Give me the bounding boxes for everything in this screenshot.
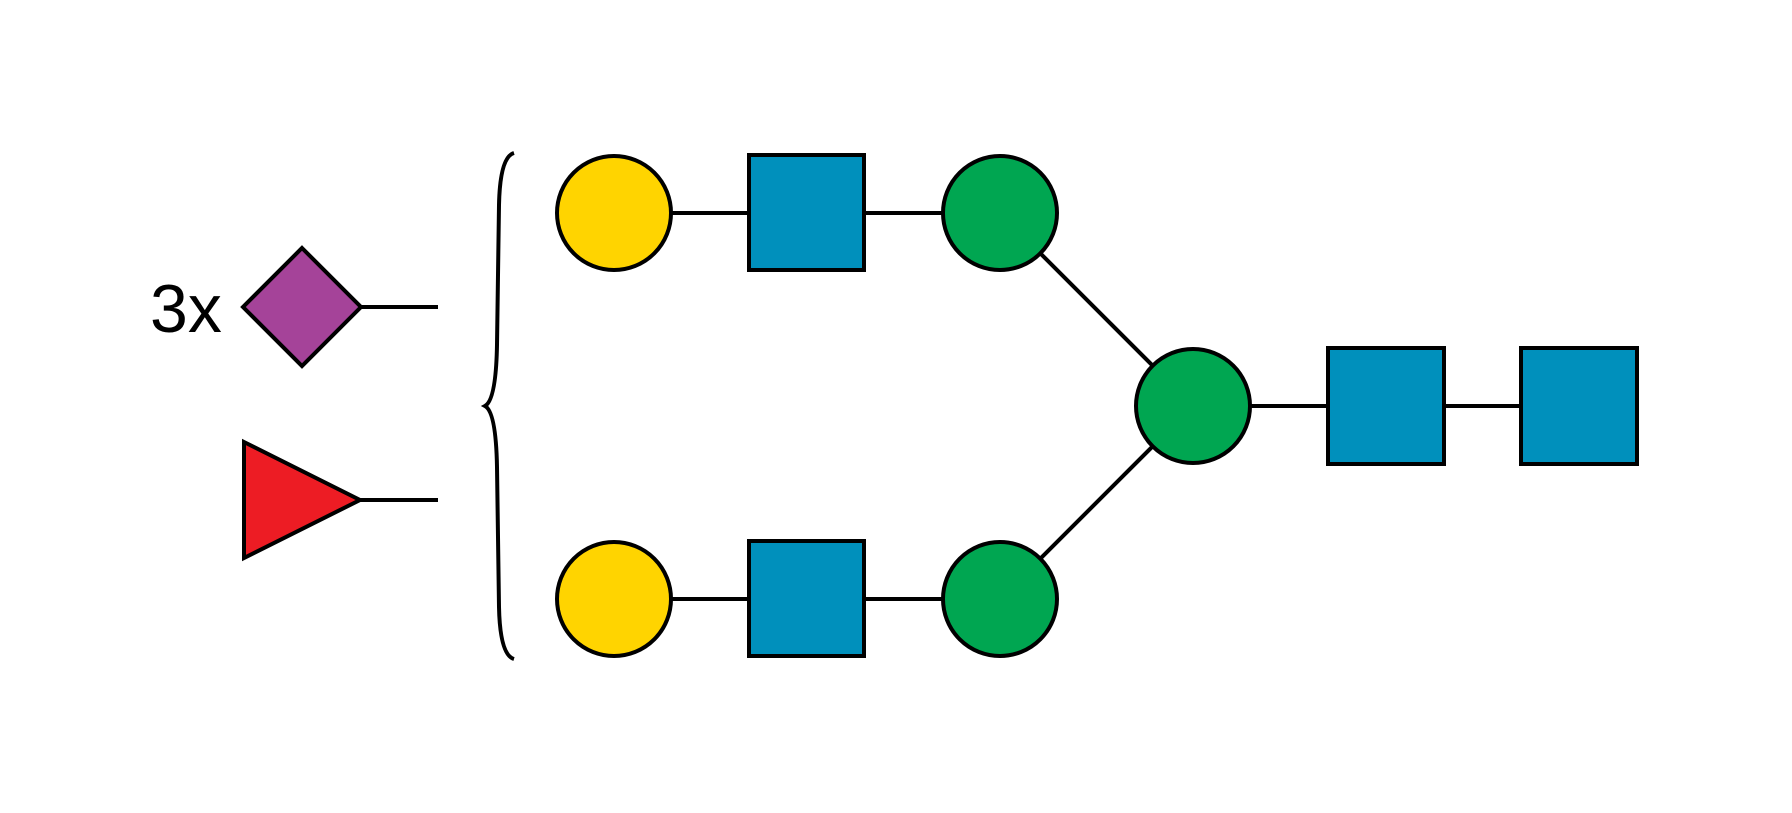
glcnac-square-core-2 xyxy=(1519,346,1639,466)
mannose-circle-core xyxy=(1134,347,1252,465)
fucose-triangle xyxy=(242,438,365,562)
glcnac-square-core-1 xyxy=(1326,346,1446,466)
substituent-brace xyxy=(480,151,515,661)
galactose-circle-top xyxy=(555,154,673,272)
glcnac-square-bottom xyxy=(747,539,866,658)
neu5ac-diamond xyxy=(240,245,364,369)
galactose-circle-bottom xyxy=(555,540,673,658)
mannose-circle-bottom xyxy=(941,540,1059,658)
glcnac-square-top xyxy=(747,153,866,272)
multiplier-label: 3x xyxy=(150,271,222,347)
mannose-circle-top xyxy=(941,154,1059,272)
